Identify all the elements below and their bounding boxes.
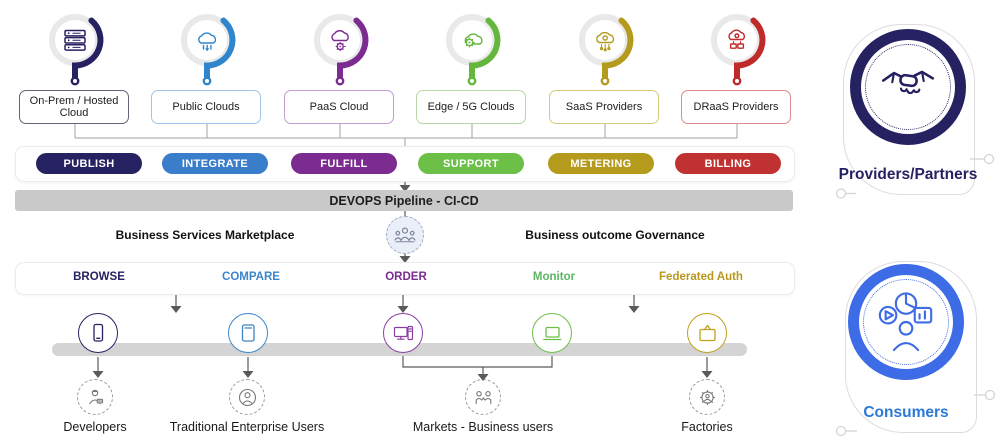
handshake-icon (881, 70, 935, 95)
integrate-pill: INTEGRATE (162, 153, 268, 174)
provider-saas: SaaS Providers (545, 14, 665, 124)
provider-paas: PaaS Cloud (280, 14, 400, 124)
consumers-badge-label: Consumers (863, 404, 949, 421)
provider-onprem: On-Prem / Hosted Cloud (15, 14, 135, 124)
consumers-badge (848, 264, 964, 380)
browse-action: BROWSE (73, 271, 125, 283)
providers-badge (850, 29, 966, 145)
channel-desktop (383, 313, 423, 353)
channel-smartphone (78, 313, 118, 353)
compare-action: COMPARE (222, 271, 280, 283)
provider-box-saas: SaaS Providers (549, 90, 659, 124)
provider-box-edge-5g: Edge / 5G Clouds (416, 90, 526, 124)
provider-draas: DRaaS Providers (677, 14, 797, 124)
cloud-download-icon (181, 14, 236, 86)
server-stack-icon (49, 14, 104, 86)
actions-band: BROWSE COMPARE ORDER Monitor Federated A… (15, 262, 795, 295)
provider-public-clouds: Public Clouds (147, 14, 267, 124)
marketplace-title: Business Services Marketplace (115, 228, 295, 242)
people-pair-icon (475, 390, 491, 404)
media-analytics-person-icon (878, 292, 933, 352)
federated-auth-action: Federated Auth (659, 271, 743, 283)
provider-box-public-clouds: Public Clouds (151, 90, 261, 124)
providers-badge-inner (865, 44, 951, 130)
gear-cloud-icon (446, 14, 501, 86)
provider-edge-5g: Edge / 5G Clouds (412, 14, 532, 124)
monitor-action: Monitor (532, 271, 576, 283)
developers-label: Developers (63, 420, 127, 434)
cloud-circuit-icon (579, 14, 634, 86)
governance-title: Business outcome Governance (525, 228, 705, 242)
cloud-gear-icon (314, 14, 369, 86)
lifecycle-band: PUBLISH INTEGRATE FULFILL SUPPORT METERI… (15, 146, 795, 182)
gear-person-icon (699, 389, 715, 405)
order-action: ORDER (385, 271, 427, 283)
factories-node (689, 379, 725, 415)
desktop-computer-icon (393, 325, 414, 341)
factories-label: Factories (681, 420, 733, 434)
tablet-icon (241, 324, 255, 342)
consumers-badge-inner (863, 279, 949, 365)
markets-label: Markets - Business users (412, 420, 554, 434)
metering-pill: METERING (548, 153, 654, 174)
support-pill: SUPPORT (418, 153, 524, 174)
traditional-users-label: Traditional Enterprise Users (169, 420, 325, 434)
traditional-users-node (229, 379, 265, 415)
devops-pipeline-bar: DEVOPS Pipeline - CI-CD (15, 190, 793, 211)
markets-node (465, 379, 501, 415)
people-group-icon (394, 227, 416, 243)
channel-tablet (228, 313, 268, 353)
channel-laptop (532, 313, 572, 353)
channel-tv (687, 313, 727, 353)
fulfill-pill: FULFILL (291, 153, 397, 174)
tv-icon (699, 324, 716, 342)
laptop-icon (543, 326, 562, 341)
developers-node (77, 379, 113, 415)
publish-pill: PUBLISH (36, 153, 142, 174)
provider-box-paas: PaaS Cloud (284, 90, 394, 124)
billing-pill: BILLING (675, 153, 781, 174)
provider-box-draas: DRaaS Providers (681, 90, 791, 124)
marketplace-hub (386, 216, 424, 254)
smartphone-icon (93, 323, 104, 342)
cloud-screens-icon (711, 14, 766, 86)
providers-badge-label: Providers/Partners (838, 166, 978, 183)
developer-icon (88, 389, 103, 404)
person-icon (238, 388, 256, 406)
provider-box-onprem: On-Prem / Hosted Cloud (19, 90, 129, 124)
